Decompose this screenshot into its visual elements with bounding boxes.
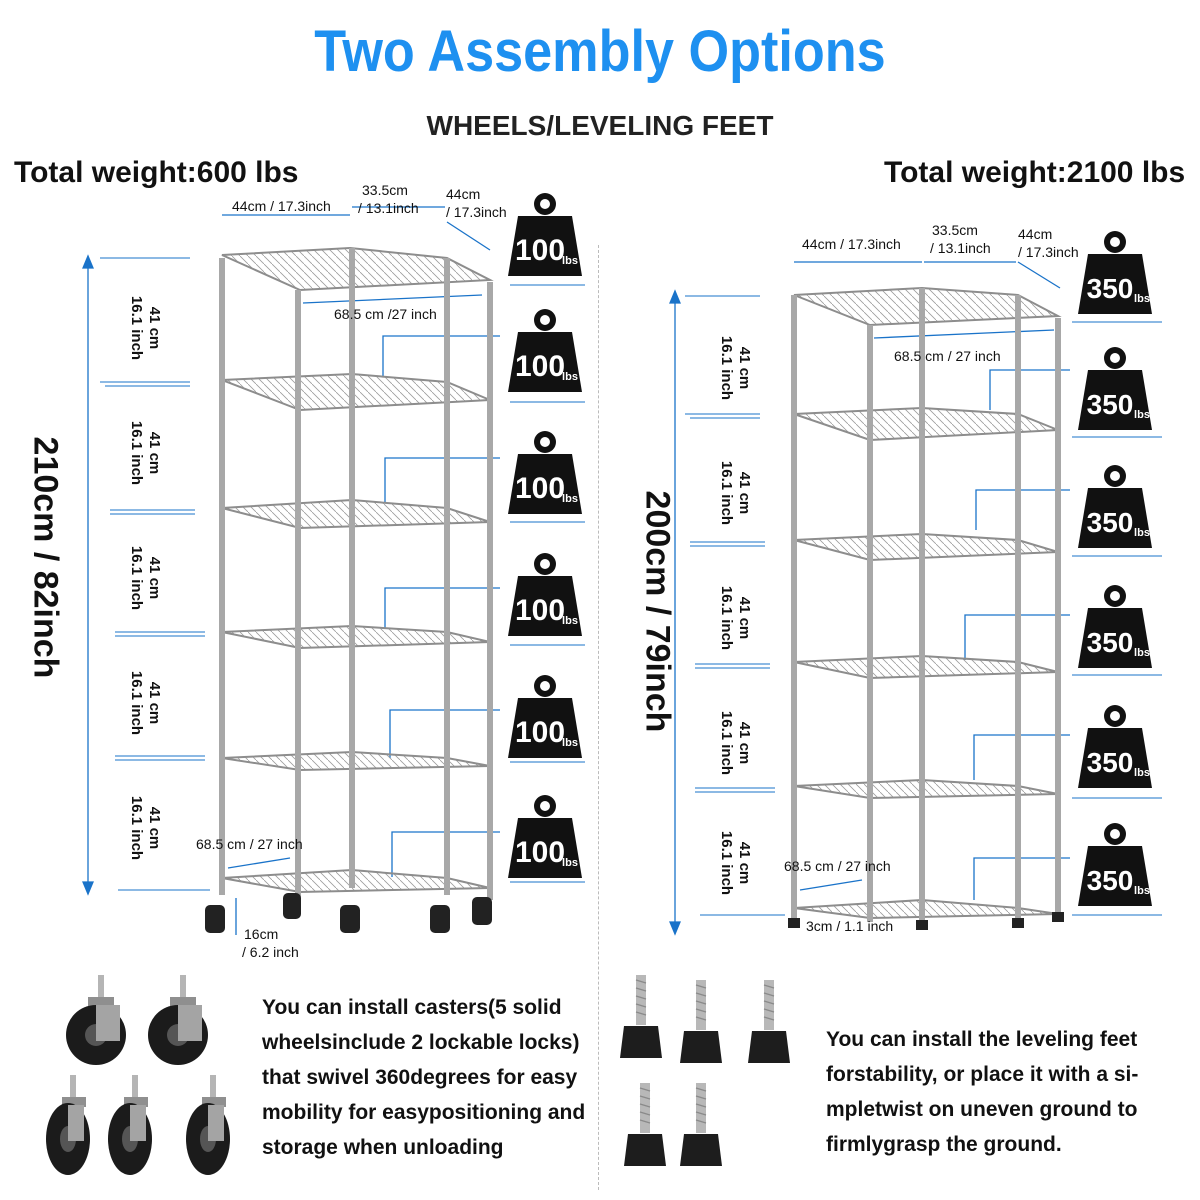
right-width-label: 44cm / 17.3inch xyxy=(802,236,901,252)
right-total-height: 200cm / 79inch xyxy=(638,490,677,733)
weight-icon: 350 lbs xyxy=(1076,462,1154,555)
section-divider xyxy=(598,245,599,1190)
left-depth-label-a: 33.5cm xyxy=(362,182,408,198)
left-width-label: 44cm / 17.3inch xyxy=(232,198,331,214)
weight-icon: 100 lbs xyxy=(506,550,584,643)
svg-text:lbs: lbs xyxy=(562,737,578,749)
weight-icon: 350 lbs xyxy=(1076,228,1154,321)
page-subtitle: WHEELS/LEVELING FEET xyxy=(426,110,774,141)
weight-icon: 100 lbs xyxy=(506,306,584,399)
svg-text:lbs: lbs xyxy=(1134,409,1150,421)
svg-text:lbs: lbs xyxy=(562,857,578,869)
right-side-label-a: 44cm xyxy=(1018,226,1053,242)
svg-text:100: 100 xyxy=(515,594,565,627)
svg-text:100: 100 xyxy=(515,472,565,505)
svg-text:lbs: lbs xyxy=(562,615,578,627)
svg-text:350: 350 xyxy=(1087,389,1134,420)
leveling-feet-illustration xyxy=(620,975,790,1166)
casters-description: You can install casters(5 solid wheelsin… xyxy=(262,996,586,1159)
weight-icon: 100 lbs xyxy=(506,792,584,885)
svg-text:lbs: lbs xyxy=(562,493,578,505)
caster-height-label-a: 16cm xyxy=(244,926,279,942)
svg-text:100: 100 xyxy=(515,716,565,749)
leveling-foot-height-label: 3cm / 1.1 inch xyxy=(806,918,894,934)
left-side-label-b: / 17.3inch xyxy=(446,204,507,220)
left-depth-label-b: / 13.1inch xyxy=(358,200,419,216)
svg-text:lbs: lbs xyxy=(1134,527,1150,539)
weight-icon: 100 lbs xyxy=(506,428,584,521)
right-shelf-illustration xyxy=(669,261,1162,936)
weight-icon: 350 lbs xyxy=(1076,582,1154,675)
svg-text:lbs: lbs xyxy=(562,371,578,383)
left-total-weight: Total weight:600 lbs xyxy=(14,156,299,189)
svg-text:350: 350 xyxy=(1087,627,1134,658)
weight-icon: 350 lbs xyxy=(1076,344,1154,437)
svg-text:350: 350 xyxy=(1087,747,1134,778)
weight-icon: 100 lbs xyxy=(506,672,584,765)
right-bottom-diagonal-label: 68.5 cm / 27 inch xyxy=(784,858,891,874)
left-shelf-illustration xyxy=(82,206,585,935)
left-total-height: 210cm / 82inch xyxy=(26,436,65,679)
svg-text:lbs: lbs xyxy=(1134,293,1150,305)
weight-icon: 350 lbs xyxy=(1076,702,1154,795)
left-diagonal-label: 68.5 cm /27 inch xyxy=(334,306,437,322)
svg-text:350: 350 xyxy=(1087,507,1134,538)
svg-text:lbs: lbs xyxy=(1134,767,1150,779)
right-side-label-b: / 17.3inch xyxy=(1018,244,1079,260)
weight-icon: 100 lbs xyxy=(506,190,584,283)
left-bottom-diagonal-label: 68.5 cm / 27 inch xyxy=(196,836,303,852)
svg-text:100: 100 xyxy=(515,836,565,869)
caster-wheels-illustration xyxy=(46,975,230,1175)
svg-text:lbs: lbs xyxy=(1134,647,1150,659)
svg-text:350: 350 xyxy=(1087,865,1134,896)
svg-text:lbs: lbs xyxy=(1134,885,1150,897)
page-title: Two Assembly Options xyxy=(314,19,886,84)
left-side-label-a: 44cm xyxy=(446,186,481,202)
leveling-feet-description: You can install the leveling feet forsta… xyxy=(826,1028,1139,1156)
svg-text:100: 100 xyxy=(515,234,565,267)
svg-text:100: 100 xyxy=(515,350,565,383)
right-total-weight: Total weight:2100 lbs xyxy=(884,156,1186,189)
right-diagonal-label: 68.5 cm / 27 inch xyxy=(894,348,1001,364)
svg-text:lbs: lbs xyxy=(562,255,578,267)
svg-text:350: 350 xyxy=(1087,273,1134,304)
right-depth-label-b: / 13.1inch xyxy=(930,240,991,256)
weight-icon: 350 lbs xyxy=(1076,820,1154,913)
right-depth-label-a: 33.5cm xyxy=(932,222,978,238)
caster-height-label-b: / 6.2 inch xyxy=(242,944,299,960)
